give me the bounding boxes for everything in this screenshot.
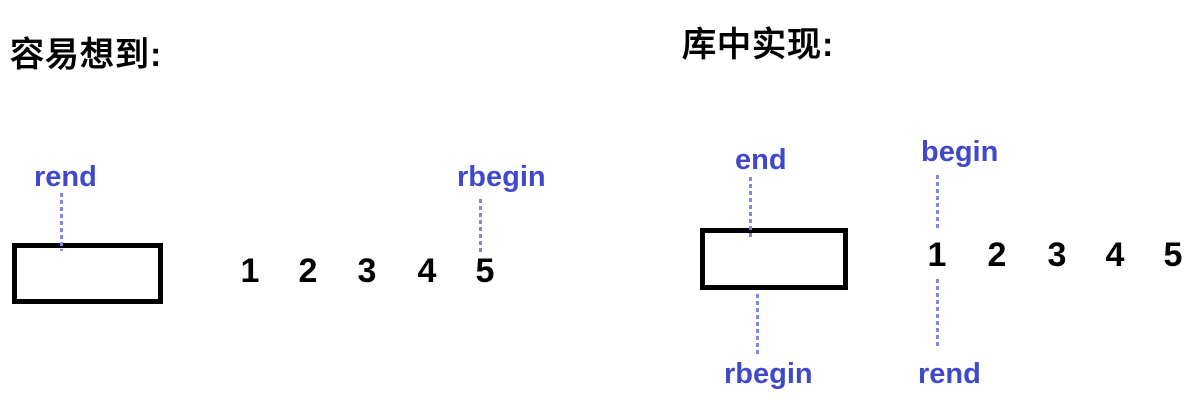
rend-label: rend xyxy=(918,358,981,390)
number-cell: 2 xyxy=(298,252,318,290)
number-cell: 2 xyxy=(987,236,1007,274)
library-section-title: 库中实现: xyxy=(682,26,835,64)
rend-label: rend xyxy=(34,161,97,193)
rbegin-pointer-line xyxy=(756,294,759,357)
number-cell: 1 xyxy=(927,236,947,274)
number-cell: 3 xyxy=(1047,236,1067,274)
number-cell: 4 xyxy=(417,252,437,290)
array-end-slot-box xyxy=(700,228,848,290)
number-cell: 5 xyxy=(1163,236,1183,274)
rbegin-label: rbegin xyxy=(724,358,813,390)
rend-pointer-line xyxy=(936,279,939,348)
number-cell: 3 xyxy=(357,252,377,290)
begin-label: begin xyxy=(921,136,999,168)
rbegin-pointer-line xyxy=(479,199,482,254)
number-cell: 1 xyxy=(240,252,260,290)
rend-pointer-line xyxy=(60,193,63,251)
naive-section-title: 容易想到: xyxy=(10,36,163,74)
number-cell: 4 xyxy=(1105,236,1125,274)
number-cell: 5 xyxy=(475,252,495,290)
rbegin-label: rbegin xyxy=(457,161,546,193)
begin-pointer-line xyxy=(936,175,939,230)
end-pointer-line xyxy=(749,177,752,239)
array-end-slot-box xyxy=(12,243,163,304)
end-label: end xyxy=(735,144,787,176)
